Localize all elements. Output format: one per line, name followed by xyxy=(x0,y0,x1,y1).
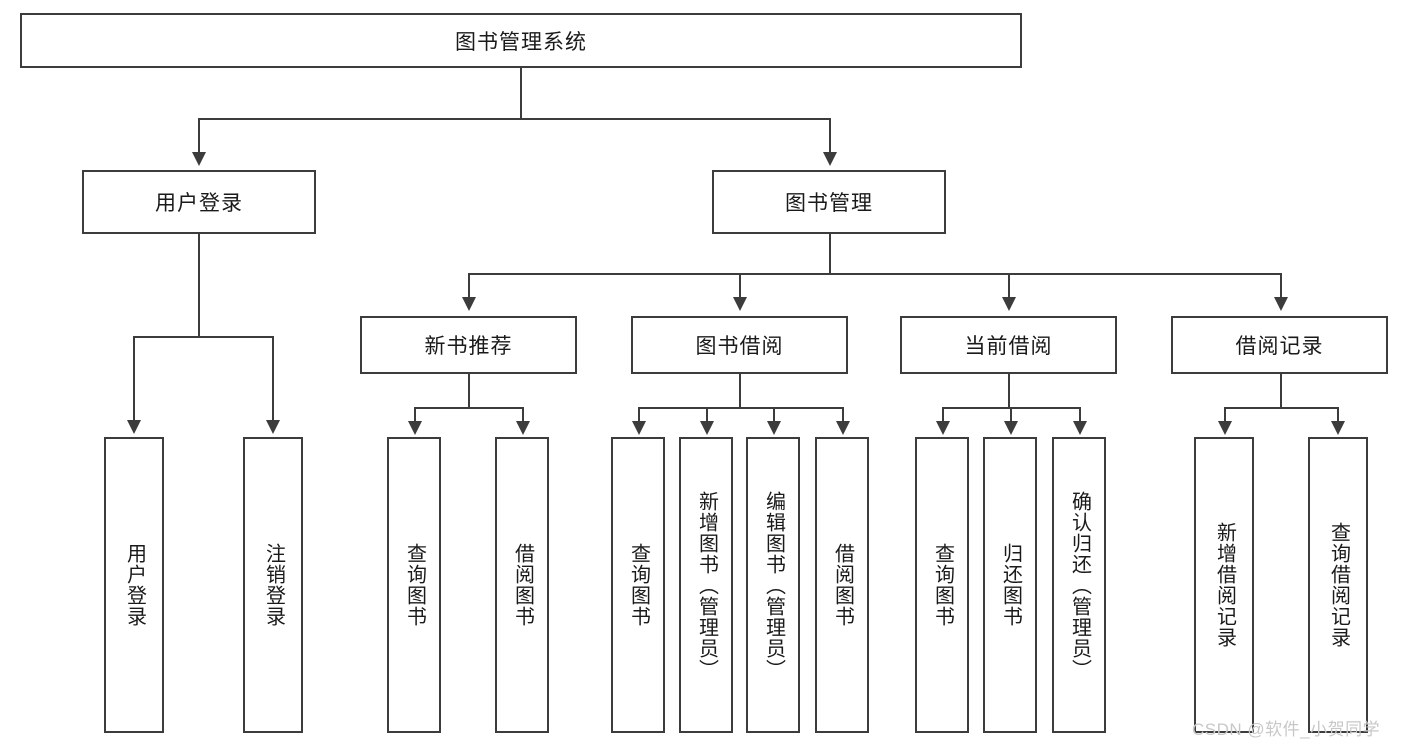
arrow-to-new-book-recommend xyxy=(462,297,476,311)
arrow-to-user-login xyxy=(192,152,206,166)
arrow-to-book-borrow xyxy=(733,297,747,311)
node-borrow-record[interactable]: 借阅记录 xyxy=(1171,316,1388,374)
leaf-cb-query-book[interactable]: 查询图书 xyxy=(915,437,969,733)
leaf-cb-return-book[interactable]: 归还图书 xyxy=(983,437,1037,733)
node-book-borrow[interactable]: 图书借阅 xyxy=(631,316,848,374)
edge-user-login-stem xyxy=(198,234,200,336)
leaf-br-add-record[interactable]: 新增借阅记录 xyxy=(1194,437,1254,733)
edge-book-borrow-bus xyxy=(638,407,842,409)
edge-to-book-manage xyxy=(829,118,831,154)
leaf-br-query-record[interactable]: 查询借阅记录 xyxy=(1308,437,1368,733)
edge-to-user-login xyxy=(198,118,200,154)
edge-level2-bus xyxy=(198,118,830,120)
arrow-to-book-manage xyxy=(823,152,837,166)
arrow-nbr-leaf2 xyxy=(516,421,530,435)
node-label: 图书管理系统 xyxy=(455,30,587,54)
edge-to-borrow-record xyxy=(1280,273,1282,299)
node-label: 查询图书 xyxy=(931,543,954,627)
arrow-bb-leaf2 xyxy=(700,421,714,435)
edge-new-book-recommend-stem xyxy=(468,374,470,407)
node-current-borrow[interactable]: 当前借阅 xyxy=(900,316,1117,374)
node-label: 注销登录 xyxy=(262,543,285,627)
edge-bb-leaf2 xyxy=(706,407,708,423)
edge-nbr-leaf1 xyxy=(414,407,416,423)
node-label: 查询图书 xyxy=(403,543,426,627)
node-label: 借阅图书 xyxy=(831,543,854,627)
edge-user-login-leaf2 xyxy=(272,336,274,422)
edge-user-login-bus xyxy=(133,336,272,338)
arrow-to-current-borrow xyxy=(1002,297,1016,311)
leaf-user-login-logout[interactable]: 注销登录 xyxy=(243,437,303,733)
arrow-nbr-leaf1 xyxy=(408,421,422,435)
node-label: 新增借阅记录 xyxy=(1213,522,1236,648)
arrow-user-login-leaf1 xyxy=(127,420,141,434)
node-user-login[interactable]: 用户登录 xyxy=(82,170,316,234)
leaf-bb-edit-book-admin[interactable]: 编辑图书（管理员） xyxy=(746,437,800,733)
leaf-user-login-login[interactable]: 用户登录 xyxy=(104,437,164,733)
node-label: 用户登录 xyxy=(155,192,243,215)
node-label: 当前借阅 xyxy=(964,335,1053,358)
node-label: 图书借阅 xyxy=(695,335,784,358)
leaf-nbr-query-book[interactable]: 查询图书 xyxy=(387,437,441,733)
arrow-to-borrow-record xyxy=(1274,297,1288,311)
edge-book-borrow-stem xyxy=(739,374,741,407)
edge-book-manage-stem xyxy=(829,234,831,273)
arrow-bb-leaf4 xyxy=(836,421,850,435)
edge-level3-bus xyxy=(468,273,1280,275)
edge-to-book-borrow xyxy=(739,273,741,299)
arrow-user-login-leaf2 xyxy=(266,420,280,434)
edge-bb-leaf1 xyxy=(638,407,640,423)
node-root-library-system[interactable]: 图书管理系统 xyxy=(20,13,1022,68)
edge-to-new-book-recommend xyxy=(468,273,470,299)
arrow-cb-leaf2 xyxy=(1004,421,1018,435)
edge-current-borrow-stem xyxy=(1008,374,1010,407)
arrow-br-leaf1 xyxy=(1218,421,1232,435)
node-label: 用户登录 xyxy=(123,543,146,627)
arrow-bb-leaf3 xyxy=(767,421,781,435)
edge-br-leaf1 xyxy=(1224,407,1226,423)
watermark-text: CSDN @软件_小贺同学 xyxy=(1192,720,1381,739)
arrow-br-leaf2 xyxy=(1331,421,1345,435)
node-label: 借阅记录 xyxy=(1235,335,1324,358)
edge-nbr-leaf2 xyxy=(522,407,524,423)
edge-to-current-borrow xyxy=(1008,273,1010,299)
node-label: 新书推荐 xyxy=(424,335,513,358)
edge-root-stem xyxy=(520,68,522,118)
leaf-cb-confirm-return-admin[interactable]: 确认归还（管理员） xyxy=(1052,437,1106,733)
node-label: 编辑图书（管理员） xyxy=(762,490,785,680)
arrow-bb-leaf1 xyxy=(632,421,646,435)
edge-cb-leaf2 xyxy=(1010,407,1012,423)
edge-user-login-leaf1 xyxy=(133,336,135,422)
edge-borrow-record-bus xyxy=(1224,407,1337,409)
leaf-bb-query-book[interactable]: 查询图书 xyxy=(611,437,665,733)
edge-new-book-recommend-bus xyxy=(414,407,522,409)
leaf-bb-borrow-book[interactable]: 借阅图书 xyxy=(815,437,869,733)
edge-bb-leaf4 xyxy=(842,407,844,423)
node-label: 图书管理 xyxy=(785,192,873,215)
edge-bb-leaf3 xyxy=(773,407,775,423)
arrow-cb-leaf3 xyxy=(1073,421,1087,435)
edge-cb-leaf3 xyxy=(1079,407,1081,423)
node-new-book-recommend[interactable]: 新书推荐 xyxy=(360,316,577,374)
edge-cb-leaf1 xyxy=(942,407,944,423)
edge-borrow-record-stem xyxy=(1280,374,1282,407)
leaf-nbr-borrow-book[interactable]: 借阅图书 xyxy=(495,437,549,733)
csdn-watermark: CSDN @软件_小贺同学 xyxy=(1192,715,1380,740)
node-label: 新增图书（管理员） xyxy=(695,490,718,680)
edge-br-leaf2 xyxy=(1337,407,1339,423)
node-label: 归还图书 xyxy=(999,543,1022,627)
node-label: 查询图书 xyxy=(627,543,650,627)
node-label: 确认归还（管理员） xyxy=(1068,490,1091,680)
node-book-manage[interactable]: 图书管理 xyxy=(712,170,946,234)
arrow-cb-leaf1 xyxy=(936,421,950,435)
node-label: 查询借阅记录 xyxy=(1327,522,1350,648)
leaf-bb-add-book-admin[interactable]: 新增图书（管理员） xyxy=(679,437,733,733)
node-label: 借阅图书 xyxy=(511,543,534,627)
